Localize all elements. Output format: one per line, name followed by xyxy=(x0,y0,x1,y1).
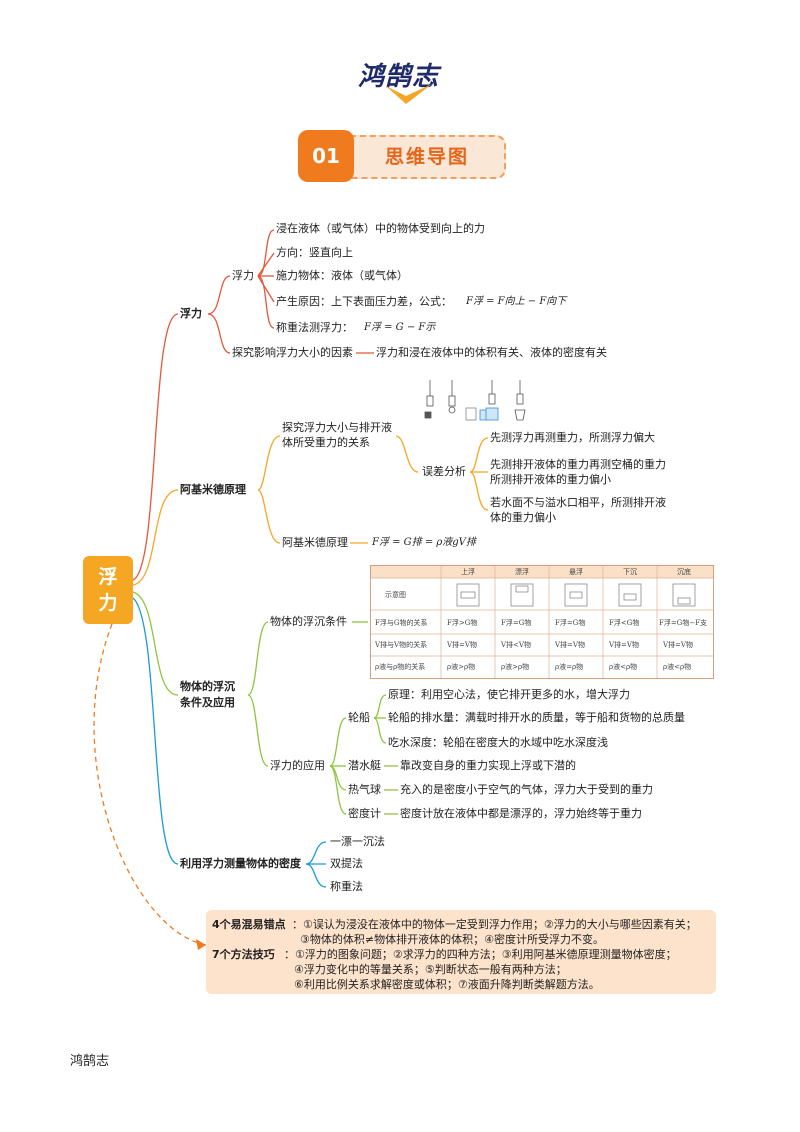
branch2-principle-formula: F浮 = G排 = ρ液gV排 xyxy=(372,537,476,548)
tips-line-2: ③物体的体积≠物体排开液体的体积；④密度计所受浮力不变。 xyxy=(300,933,604,946)
tips-line-3: ：①浮力的图象问题；②求浮力的四种方法；③利用阿基米德原理测量物体密度； xyxy=(284,948,677,961)
table-header-3: 下沉 xyxy=(623,568,637,576)
tips-line-1: ：①误认为浸没在液体中的物体一定受到浮力作用；②浮力的大小与哪些因素有关； xyxy=(292,918,697,931)
ship-displacement: 轮船的排水量：满载时排开水的质量，等于船和货物的总质量 xyxy=(388,711,685,724)
branch1-sub1-label: 浮力 xyxy=(232,269,254,282)
branch1-title: 浮力 xyxy=(180,307,202,320)
hydrometer-text: 密度计放在液体中都是漂浮的，浮力始终等于重力 xyxy=(400,807,642,820)
section-number: 01 xyxy=(298,130,354,182)
branch3-title-line2: 条件及应用 xyxy=(180,696,235,709)
branch3-cond-label: 物体的浮沉条件 xyxy=(270,615,347,628)
table-cell: F浮=G物 xyxy=(555,619,586,627)
method-1: 一漂一沉法 xyxy=(330,835,385,848)
branch1-cause: 产生原因：上下表面压力差，公式： xyxy=(276,295,452,308)
table-cell: F浮>G物 xyxy=(447,619,478,627)
logo-check-icon xyxy=(386,84,432,104)
branch1-sub2-text: 浮力和浸在液体中的体积有关、液体的密度有关 xyxy=(376,346,607,359)
table-cell: V排<V物 xyxy=(501,641,531,649)
tips-label-1: 4个易混易错点 xyxy=(212,918,286,931)
branch2-principle-label: 阿基米德原理 xyxy=(282,536,348,549)
table-header-bar xyxy=(371,566,713,578)
table-cell: F浮=G物−F支 xyxy=(659,619,708,627)
hydrometer-label: 密度计 xyxy=(348,807,381,820)
float-sink-table: 上浮 漂浮 悬浮 下沉 沉底 示意图 F浮与G物的关系 F浮>G物 F浮=G物 … xyxy=(370,565,714,679)
table-cell: ρ液>ρ物 xyxy=(447,663,476,671)
root-line2: 力 xyxy=(98,592,118,614)
branch3-app-label: 浮力的应用 xyxy=(270,759,325,772)
branch1-cause-formula: F浮 = F向上 − F向下 xyxy=(466,296,567,307)
root-line1: 浮 xyxy=(98,566,118,588)
branch3-title-line1: 物体的浮沉 xyxy=(180,680,235,693)
section-title: 思维导图 xyxy=(350,135,506,179)
table-row0-label: 示意图 xyxy=(385,591,406,599)
branch1-weigh: 称重法测浮力： xyxy=(276,321,353,334)
method-2: 双提法 xyxy=(330,857,363,870)
branch2-error-3a: 若水面不与溢水口相平，所测排开液 xyxy=(490,496,666,509)
branch2-error-label: 误差分析 xyxy=(422,465,466,478)
balloon-label: 热气球 xyxy=(348,783,381,796)
branch1-def: 浸在液体（或气体）中的物体受到向上的力 xyxy=(276,222,485,235)
logo-text: 鸿鹄志 xyxy=(358,62,440,92)
table-cell: ρ液<ρ物 xyxy=(663,663,692,671)
table-header-4: 沉底 xyxy=(677,568,691,576)
branch2-error-2a: 先测排开液体的重力再测空桶的重力 xyxy=(490,458,666,471)
root-node: 浮 力 xyxy=(83,556,133,624)
submarine-label: 潜水艇 xyxy=(348,759,381,772)
table-grid xyxy=(371,566,713,678)
table-header-2: 悬浮 xyxy=(569,568,583,576)
branch2-explore-line2: 体所受重力的关系 xyxy=(282,436,370,449)
tips-box: 4个易混易错点 ：①误认为浸没在液体中的物体一定受到浮力作用；②浮力的大小与哪些… xyxy=(206,910,716,994)
section-header: 思维导图 01 xyxy=(298,130,508,182)
tips-line-5: ⑥利用比例关系求解密度或体积；⑦液面升降判断类解题方法。 xyxy=(294,978,600,991)
table-cell: V排=V物 xyxy=(555,641,585,649)
logo: 鸿鹄志 xyxy=(352,56,468,108)
footer-text: 鸿鹄志 xyxy=(70,1054,110,1069)
branch2-explore-line1: 探究浮力大小与排开液 xyxy=(282,421,392,434)
table-cell: ρ液=ρ物 xyxy=(555,663,584,671)
submarine-text: 靠改变自身的重力实现上浮或下潜的 xyxy=(400,759,576,772)
branch1-weigh-formula: F浮 = G − F示 xyxy=(364,322,436,333)
table-header-0: 上浮 xyxy=(461,568,475,576)
branch2-title: 阿基米德原理 xyxy=(180,483,246,496)
table-header-1: 漂浮 xyxy=(515,568,529,576)
table-row2-label: V排与V物的关系 xyxy=(375,641,428,649)
ship-principle: 原理：利用空心法，使它排开更多的水，增大浮力 xyxy=(388,688,630,701)
table-cell: F浮=G物 xyxy=(501,619,532,627)
branch1-applier: 施力物体：液体（或气体） xyxy=(276,269,408,282)
method-3: 称重法 xyxy=(330,880,363,893)
table-cell: V排=V物 xyxy=(447,641,477,649)
table-cell: ρ液>ρ物 xyxy=(501,663,530,671)
tips-line-4: ④浮力变化中的等量关系；⑤判断状态一般有两种方法； xyxy=(294,963,567,976)
table-cell: V排=V物 xyxy=(609,641,639,649)
balloon-text: 充入的是密度小于空气的气体，浮力大于受到的重力 xyxy=(400,783,653,796)
table-cell: F浮<G物 xyxy=(609,619,640,627)
table-row1-label: F浮与G物的关系 xyxy=(375,619,428,627)
table-row3-label: ρ液与ρ物的关系 xyxy=(375,663,426,671)
table-cell: V排=V物 xyxy=(663,641,693,649)
ship-label: 轮船 xyxy=(348,711,370,724)
experiment-illustration xyxy=(424,380,526,421)
branch1-direction: 方向：竖直向上 xyxy=(276,246,353,259)
table-cell: ρ液<ρ物 xyxy=(609,663,638,671)
ship-draft: 吃水深度：轮船在密度大的水域中吃水深度浅 xyxy=(388,736,608,749)
branch1-sub2-label: 探究影响浮力大小的因素 xyxy=(232,346,353,359)
branch2-error-1: 先测浮力再测重力，所测浮力偏大 xyxy=(490,431,655,444)
tips-label-2: 7个方法技巧 xyxy=(212,948,275,961)
branch2-error-3b: 体的重力偏小 xyxy=(490,511,556,524)
branch4-title: 利用浮力测量物体的密度 xyxy=(180,857,301,870)
branch2-error-2b: 所测排开液体的重力偏小 xyxy=(490,473,611,486)
